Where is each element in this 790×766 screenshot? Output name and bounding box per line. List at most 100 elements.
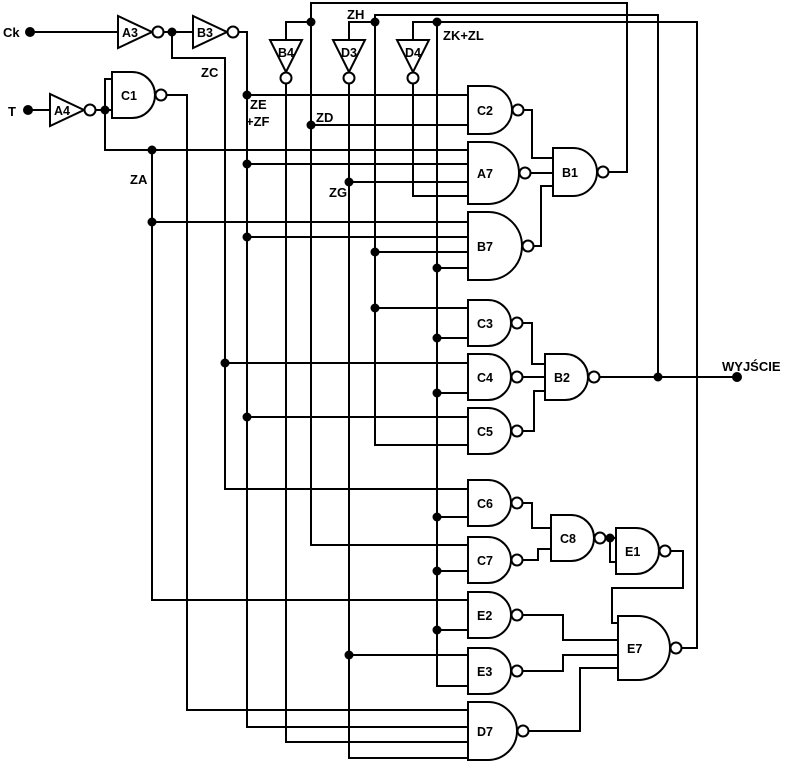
wire <box>104 110 468 151</box>
terminal-label-WYJSCIE: WYJŚCIE <box>722 359 781 374</box>
gate-label-B7: B7 <box>477 240 493 254</box>
gate-label-D7: D7 <box>477 725 493 739</box>
inverter-B4 <box>268 39 304 75</box>
wire <box>611 550 684 624</box>
junction-dot <box>167 27 177 37</box>
wire <box>412 21 698 649</box>
gate-label-C4: C4 <box>477 371 493 385</box>
gate-label-D3: D3 <box>341 46 357 60</box>
wire <box>285 21 311 40</box>
gate-label-A4: A4 <box>54 104 70 118</box>
wire <box>523 654 618 672</box>
wire <box>436 22 468 687</box>
net-label-ZH: ZH <box>347 7 364 22</box>
gate-label-C6: C6 <box>477 497 493 511</box>
net-label-ZE: ZE <box>250 97 267 112</box>
gate-label-B2: B2 <box>554 371 570 385</box>
net-label-ZF: +ZF <box>246 114 270 129</box>
gate-label-E3: E3 <box>477 665 492 679</box>
net-label-ZD: ZD <box>316 110 333 125</box>
junction-dot <box>344 650 354 660</box>
inverter-A3 <box>117 14 155 50</box>
junction-dot <box>605 533 615 543</box>
junction-dot <box>242 232 252 242</box>
nand-bubble-D7 <box>516 724 530 738</box>
wire <box>239 31 468 728</box>
wire <box>310 2 628 546</box>
terminal-WYJSCIE <box>732 372 742 382</box>
wire <box>609 538 616 563</box>
nand-bubble-C7 <box>510 553 524 567</box>
wire <box>171 32 468 490</box>
inverter-D4 <box>395 39 431 75</box>
terminal-label-T: T <box>8 104 16 119</box>
gate-label-B1: B1 <box>562 166 578 180</box>
nand-bubble-B7 <box>521 239 535 253</box>
gate-label-A7: A7 <box>477 167 493 181</box>
junction-dot <box>370 17 380 27</box>
terminal-label-Ck: Ck <box>3 25 20 40</box>
net-label-ZC: ZC <box>201 65 219 80</box>
gate-A7 <box>467 141 520 205</box>
gate-label-B3: B3 <box>197 26 213 40</box>
inverter-bubble-D3 <box>342 71 356 85</box>
inverter-D3 <box>331 39 367 75</box>
nand-bubble-A7 <box>518 166 532 180</box>
nand-bubble-E3 <box>510 664 524 678</box>
gate-label-C2: C2 <box>477 104 493 118</box>
nand-bubble-C1 <box>154 88 168 102</box>
junction-dot <box>370 303 380 313</box>
junction-dot <box>306 17 316 27</box>
net-label-ZA: ZA <box>130 172 148 187</box>
wire <box>524 109 553 159</box>
gate-label-B4: B4 <box>278 46 294 60</box>
gate-label-C5: C5 <box>477 425 493 439</box>
gate-label-D4: D4 <box>405 46 421 60</box>
inverter-A4 <box>49 92 87 128</box>
wire <box>523 614 618 641</box>
nand-bubble-E1 <box>658 544 672 558</box>
nand-bubble-E2 <box>510 608 524 622</box>
junction-dot <box>370 247 380 257</box>
inverter-B3 <box>192 14 230 50</box>
junction-dot <box>242 90 252 100</box>
gate-B7 <box>467 211 523 281</box>
gate-label-E1: E1 <box>625 545 640 559</box>
inverter-bubble-A4 <box>83 103 97 117</box>
wire <box>374 14 659 446</box>
inverter-bubble-B4 <box>279 71 293 85</box>
wire <box>348 21 375 40</box>
terminal-T <box>23 105 33 115</box>
wire <box>167 94 468 711</box>
junction-dot <box>432 566 442 576</box>
gate-label-C8: C8 <box>560 532 576 546</box>
nand-bubble-E7 <box>669 641 683 655</box>
nand-bubble-C5 <box>510 424 524 438</box>
junction-dot <box>344 177 354 187</box>
junction-dot <box>432 625 442 635</box>
wire <box>348 84 468 759</box>
nand-bubble-C4 <box>510 370 524 384</box>
wire <box>412 84 468 197</box>
nand-bubble-C8 <box>593 531 607 545</box>
junction-dot <box>432 388 442 398</box>
junction-dot <box>432 17 442 27</box>
nand-bubble-B2 <box>587 370 601 384</box>
wire <box>523 322 545 365</box>
net-label-ZG: ZG <box>329 185 347 200</box>
inverter-bubble-A3 <box>151 25 165 39</box>
junction-dot <box>242 159 252 169</box>
gate-label-C7: C7 <box>477 554 493 568</box>
junction-dot <box>147 145 157 155</box>
junction-dot <box>100 105 110 115</box>
gate-label-A3: A3 <box>122 26 138 40</box>
wire <box>523 502 551 529</box>
nand-bubble-C6 <box>510 496 524 510</box>
inverter-bubble-B3 <box>226 25 240 39</box>
nand-bubble-C2 <box>511 103 525 117</box>
wire <box>151 150 468 601</box>
terminal-Ck <box>25 27 35 37</box>
wire <box>523 390 545 432</box>
